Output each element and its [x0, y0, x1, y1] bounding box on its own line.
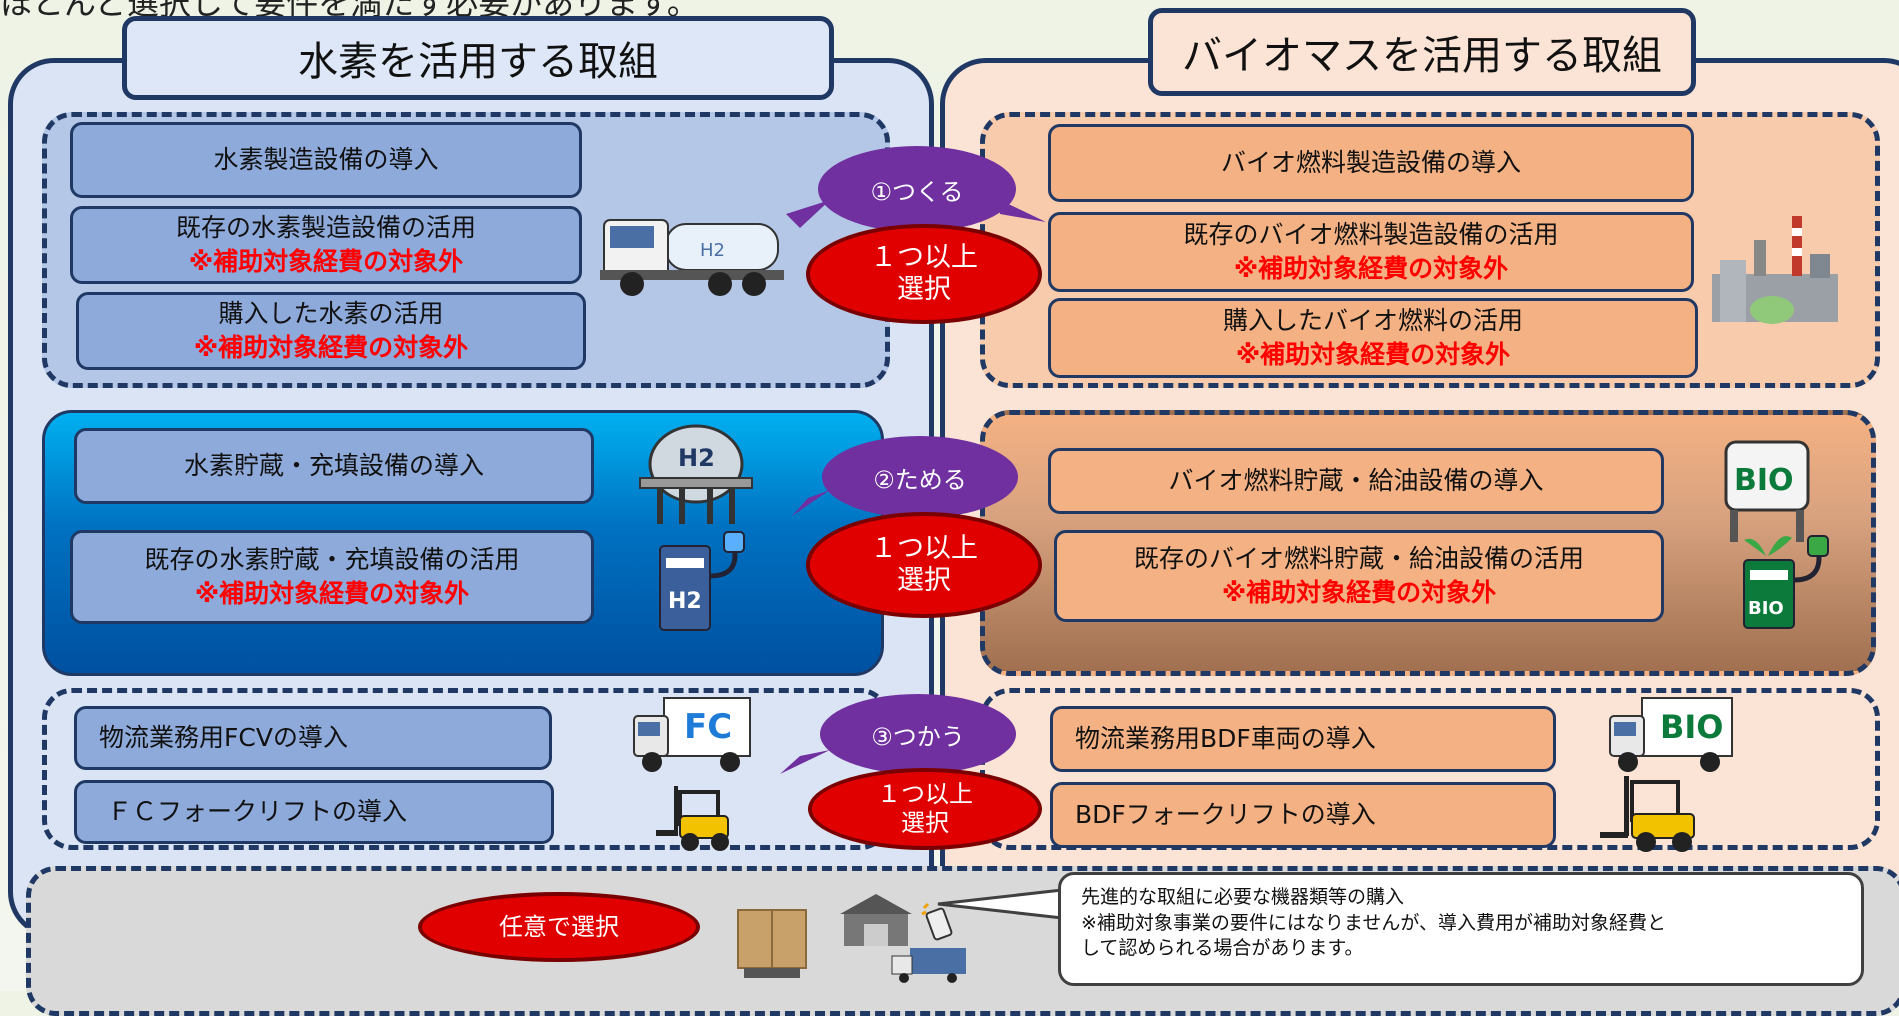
- bubble-tail-3: [780, 750, 830, 774]
- bubble-tails: [780, 200, 1046, 774]
- hydrogen-make-box-1: 水素製造設備の導入: [70, 122, 582, 198]
- box-note: ※補助対象経費の対象外: [1221, 578, 1497, 607]
- box-label: 既存の水素製造設備の活用: [175, 213, 476, 243]
- optional-label: 任意で選択: [499, 912, 619, 941]
- box-label: 購入したバイオ燃料の活用: [1222, 306, 1523, 336]
- box-label: ＦＣフォークリフトの導入: [107, 797, 408, 827]
- biomass-make-box-1: バイオ燃料製造設備の導入: [1048, 124, 1694, 202]
- callout-line-1: 先進的な取組に必要な機器類等の購入: [1081, 886, 1405, 908]
- bio-tank-icon: BIO: [1724, 440, 1810, 542]
- box-note: ※補助対象経費の対象外: [188, 247, 464, 276]
- hydrogen-store-box-1: 水素貯蔵・充填設備の導入: [74, 428, 594, 504]
- step-bubble-store: ②ためる: [822, 436, 1018, 518]
- warehouse-icon: [840, 894, 912, 946]
- oval-line-1: １つ以上: [870, 241, 978, 273]
- oval-line-2: 選択: [901, 809, 949, 837]
- biomass-use-box-2: BDFフォークリフトの導入: [1050, 782, 1556, 848]
- box-label: 購入した水素の活用: [218, 299, 444, 329]
- hydrogen-tank-icon: H2: [639, 424, 753, 524]
- box-label: バイオ燃料貯蔵・給油設備の導入: [1168, 466, 1544, 496]
- bubble-label: ②ためる: [873, 465, 967, 494]
- fc-label: FC: [684, 707, 732, 747]
- step-oval-use: １つ以上 選択: [808, 768, 1042, 850]
- hydrogen-header: 水素を活用する取組: [122, 16, 834, 100]
- bio-pump-label: BIO: [1748, 598, 1784, 619]
- box-label: 既存のバイオ燃料製造設備の活用: [1183, 220, 1559, 250]
- oval-line-2: 選択: [897, 274, 951, 305]
- hydrogen-make-box-3: 購入した水素の活用 ※補助対象経費の対象外: [76, 292, 586, 370]
- optional-oval: 任意で選択: [418, 892, 700, 962]
- step-bubble-use: ③つかう: [820, 694, 1016, 774]
- box-note: ※補助対象経費の対象外: [1233, 254, 1509, 283]
- biomass-make-box-2: 既存のバイオ燃料製造設備の活用 ※補助対象経費の対象外: [1048, 212, 1694, 292]
- oval-line-1: １つ以上: [877, 780, 973, 809]
- box-label: 水素製造設備の導入: [213, 145, 439, 175]
- tank-label: H2: [678, 444, 715, 472]
- biomass-make-box-3: 購入したバイオ燃料の活用 ※補助対象経費の対象外: [1048, 298, 1698, 378]
- callout-line-2: ※補助対象事業の要件にはなりませんが、導入費用が補助対象経費と: [1081, 911, 1666, 934]
- hydrogen-use-box-1: 物流業務用FCVの導入: [74, 706, 552, 770]
- bubble-tail-2: [792, 490, 830, 516]
- phone-icon: [921, 902, 953, 941]
- bubble-tail-1-right: [1000, 200, 1046, 222]
- biomass-store-box-2: 既存のバイオ燃料貯蔵・給油設備の活用 ※補助対象経費の対象外: [1054, 530, 1664, 622]
- box-label: 水素貯蔵・充填設備の導入: [183, 451, 484, 481]
- biomass-header: バイオマスを活用する取組: [1148, 8, 1696, 96]
- biomass-store-box-1: バイオ燃料貯蔵・給油設備の導入: [1048, 448, 1664, 514]
- step-bubble-make: ①つくる: [818, 146, 1016, 232]
- callout-line-3: して認められる場合があります。: [1081, 937, 1364, 960]
- optional-callout: 先進的な取組に必要な機器類等の購入 ※補助対象事業の要件にはなりませんが、導入費…: [1058, 872, 1864, 986]
- hydrogen-pump-icon: H2: [659, 531, 745, 631]
- box-note: ※補助対象経費の対象外: [1235, 340, 1511, 369]
- step-oval-store: １つ以上 選択: [806, 512, 1042, 618]
- pump-label: H2: [668, 589, 702, 614]
- bubble-label: ①つくる: [870, 177, 964, 206]
- oval-line-1: １つ以上: [870, 532, 978, 564]
- hydrogen-make-box-2: 既存の水素製造設備の活用 ※補助対象経費の対象外: [70, 206, 582, 284]
- biomass-use-box-1: 物流業務用BDF車両の導入: [1050, 706, 1556, 772]
- hydrogen-truck-icon: H2: [600, 219, 784, 296]
- bio-truck-label: BIO: [1660, 708, 1724, 746]
- step-oval-make: １つ以上 選択: [806, 224, 1042, 324]
- bio-pump-icon: BIO: [1743, 535, 1829, 629]
- oval-line-2: 選択: [897, 565, 951, 596]
- bubble-tail-1-left: [786, 200, 830, 228]
- box-label: 既存の水素貯蔵・充填設備の活用: [144, 545, 520, 575]
- bubble-label: ③つかう: [871, 722, 965, 751]
- box-label: 物流業務用FCVの導入: [99, 723, 348, 753]
- truck-label: H2: [700, 240, 725, 261]
- fc-truck-icon: FC: [633, 697, 751, 772]
- box-label: バイオ燃料製造設備の導入: [1220, 148, 1521, 178]
- hydrogen-use-box-2: ＦＣフォークリフトの導入: [74, 780, 554, 844]
- bio-forklift-icon: [1600, 776, 1695, 852]
- bio-truck-icon: BIO: [1609, 697, 1733, 772]
- factory-icon: [1712, 216, 1838, 324]
- box-label: 既存のバイオ燃料貯蔵・給油設備の活用: [1133, 544, 1584, 574]
- box-label: BDFフォークリフトの導入: [1075, 800, 1376, 830]
- delivery-truck-icon: [891, 948, 966, 983]
- cardboard-box-icon: [737, 909, 807, 978]
- box-note: ※補助対象経費の対象外: [194, 579, 470, 608]
- bio-tank-label: BIO: [1734, 463, 1794, 498]
- hydrogen-forklift-icon: [656, 786, 729, 851]
- hydrogen-store-box-2: 既存の水素貯蔵・充填設備の活用 ※補助対象経費の対象外: [70, 530, 594, 624]
- box-note: ※補助対象経費の対象外: [193, 333, 469, 362]
- box-label: 物流業務用BDF車両の導入: [1075, 724, 1376, 754]
